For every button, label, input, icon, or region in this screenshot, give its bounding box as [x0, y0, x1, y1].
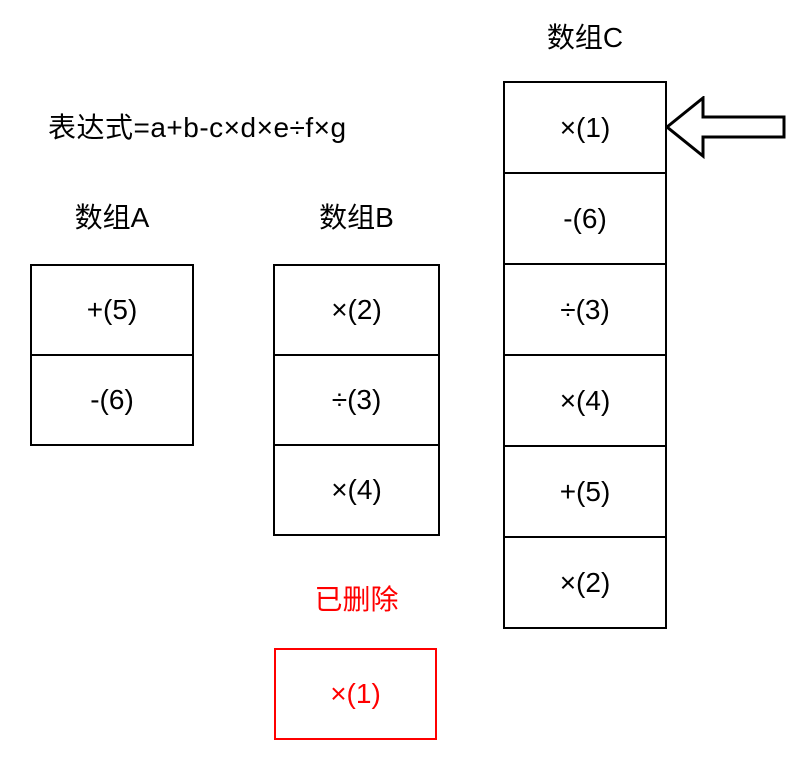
- deleted-box: ×(1): [274, 648, 437, 740]
- array-a-title: 数组A: [74, 202, 150, 233]
- deleted-title: 已删除: [314, 584, 399, 615]
- left-arrow-icon: [665, 96, 786, 159]
- array-a: +(5) -(6): [30, 264, 194, 446]
- array-c-cell: ÷(3): [505, 263, 665, 354]
- array-b-cell: ×(2): [331, 294, 382, 325]
- array-b-cell: ÷(3): [275, 354, 438, 444]
- array-b-cell: ×(4): [275, 444, 438, 534]
- array-c-cell: ×(2): [505, 536, 665, 627]
- array-c-cell: +(5): [505, 445, 665, 536]
- array-a-cell: -(6): [32, 354, 192, 444]
- array-c-cell: ×(4): [505, 354, 665, 445]
- array-b-title: 数组B: [319, 202, 394, 233]
- expression-text: 表达式=a+b-c×d×e÷f×g: [48, 112, 347, 143]
- array-b: ×(2) ÷(3) ×(4): [273, 264, 440, 536]
- array-a-cell: +(5): [86, 294, 138, 325]
- array-c-title: 数组C: [546, 22, 624, 53]
- array-c-cell: -(6): [505, 172, 665, 263]
- array-c: ×(1) -(6) ÷(3) ×(4) +(5) ×(2): [503, 81, 667, 629]
- array-c-cell: ×(1): [559, 111, 611, 143]
- deleted-cell: ×(1): [330, 678, 381, 709]
